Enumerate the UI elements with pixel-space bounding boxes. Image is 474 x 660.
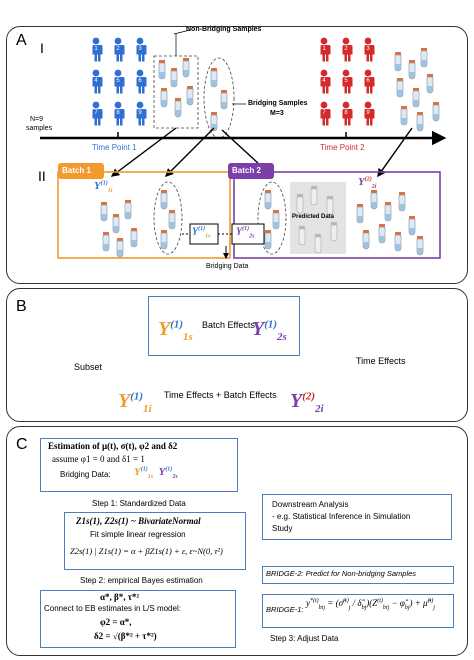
non-bridging-tubes-tp1 <box>158 57 194 118</box>
svg-text:8: 8 <box>116 110 120 116</box>
section-ii-label: II <box>38 168 46 184</box>
batch-2-box <box>233 171 441 259</box>
section-i-label: I <box>40 40 44 56</box>
bridge-2-text: BRIDGE-2: Predict for Non-bridging Sampl… <box>266 569 417 578</box>
step-3-label: Step 3: Adjust Data <box>270 634 339 643</box>
non-bridging-label: Non-Bridging Samples <box>186 26 262 33</box>
svg-text:7: 7 <box>94 110 98 116</box>
eb-line-4: δ2 = √(β*² + τ*²) <box>94 631 157 641</box>
panel-b-label: B <box>16 298 27 315</box>
batch-1-tag: Batch 1 <box>62 166 91 175</box>
svg-text:5: 5 <box>344 78 348 84</box>
downstream-line-1: Downstream Analysis <box>272 500 349 509</box>
eb-box <box>40 590 236 648</box>
bridge-1-text: BRIDGE-1: <box>266 605 304 614</box>
batch-2-tag: Batch 2 <box>232 166 261 175</box>
bridging-data-text: Bridging Data: <box>60 470 111 479</box>
batch-1-tubes <box>100 199 138 258</box>
bridging-m-label: M=3 <box>270 110 284 117</box>
batch-2-tubes <box>356 189 424 256</box>
panel-a-label: A <box>16 32 27 49</box>
fit-text: Fit simple linear regression <box>90 530 186 539</box>
time-point-2-label: Time Point 2 <box>320 143 365 152</box>
estimation-box <box>40 438 238 492</box>
bivariate-text: Z1s(1), Z2s(1) ~ BivariateNormal <box>76 516 201 526</box>
regression-text: Z2s(1) | Z1s(1) = α + βZ1s(1) + ε, ε~N(0… <box>70 546 223 556</box>
batch-1-box <box>57 171 231 259</box>
bridging-subset-box <box>148 296 300 356</box>
svg-text:6: 6 <box>138 78 142 84</box>
svg-text:2: 2 <box>344 46 348 52</box>
svg-text:3: 3 <box>366 46 370 52</box>
y-1s-label: Y(1)1s <box>192 226 211 240</box>
bridge-1-box <box>262 594 454 628</box>
step-1-label: Step 1: Standardized Data <box>92 499 186 508</box>
batch-effects-label: Batch Effects <box>202 320 255 330</box>
downstream-line-3: Study <box>272 524 293 533</box>
svg-text:4: 4 <box>94 78 98 84</box>
y-2i-label: Y(2)2i <box>358 176 377 191</box>
svg-text:2: 2 <box>116 46 120 52</box>
y-2i-node: Y(2)2i <box>290 390 324 415</box>
svg-text:6: 6 <box>366 78 370 84</box>
bridge-2-box <box>262 566 454 584</box>
regression-box <box>64 512 246 570</box>
n-count-label: N=9 <box>30 116 44 123</box>
y-1i-node: Y(1)1i <box>118 390 152 415</box>
y-1i-label: Y(1)1i <box>94 180 113 195</box>
eb-line-3: φ2 = α*, <box>100 617 132 627</box>
bridging-tubes-tp1 <box>210 67 228 132</box>
estimation-title: Estimation of μ(t), σ(t), φ2 and δ2 <box>48 441 178 451</box>
svg-text:3: 3 <box>138 46 142 52</box>
subset-label: Subset <box>74 362 103 372</box>
bridging-samples-label: Bridging Samples <box>248 100 308 107</box>
svg-text:4: 4 <box>322 78 326 84</box>
step-2-label: Step 2: empirical Bayes estimation <box>80 576 203 585</box>
svg-text:5: 5 <box>116 78 120 84</box>
eb-line-2: Connect to EB estimates in L/S model: <box>44 604 181 613</box>
svg-text:1: 1 <box>94 46 98 52</box>
downstream-box <box>262 494 452 540</box>
time-point-1-label: Time Point 1 <box>92 143 137 152</box>
svg-text:7: 7 <box>322 110 326 116</box>
bridge-1-formula: y*(t)bij = (σ̂(t)j / δ̂bj)(Z(t)bij − φ̂b… <box>306 598 435 611</box>
time-effects-label: Time Effects <box>356 356 406 366</box>
svg-text:9: 9 <box>366 110 370 116</box>
y-1s-node: Y(1)1s <box>158 318 193 343</box>
samples-label: samples <box>26 125 53 132</box>
svg-text:1: 1 <box>322 46 326 52</box>
y-2s-node: Y(1)2s <box>252 318 287 343</box>
panel-c-label: C <box>16 436 28 453</box>
y-2s-label: Y(1)2s <box>236 226 255 240</box>
svg-text:8: 8 <box>344 110 348 116</box>
assumption-text: assume φ1 = 0 and δ1 = 1 <box>52 454 145 464</box>
eb-line-1: α*, β*, τ*² <box>100 592 140 602</box>
bridging-data-symbols: Y(1)1s Y(1)2s <box>134 466 178 481</box>
svg-text:9: 9 <box>138 110 142 116</box>
time-batch-effects-label: Time Effects + Batch Effects <box>164 390 277 400</box>
tubes-tp2 <box>394 47 440 132</box>
bridging-data-label: Bridging Data <box>206 263 249 270</box>
downstream-line-2: - e.g. Statistical Inference in Simulati… <box>272 512 411 521</box>
predicted-data-label: Predicted Data <box>292 214 335 220</box>
